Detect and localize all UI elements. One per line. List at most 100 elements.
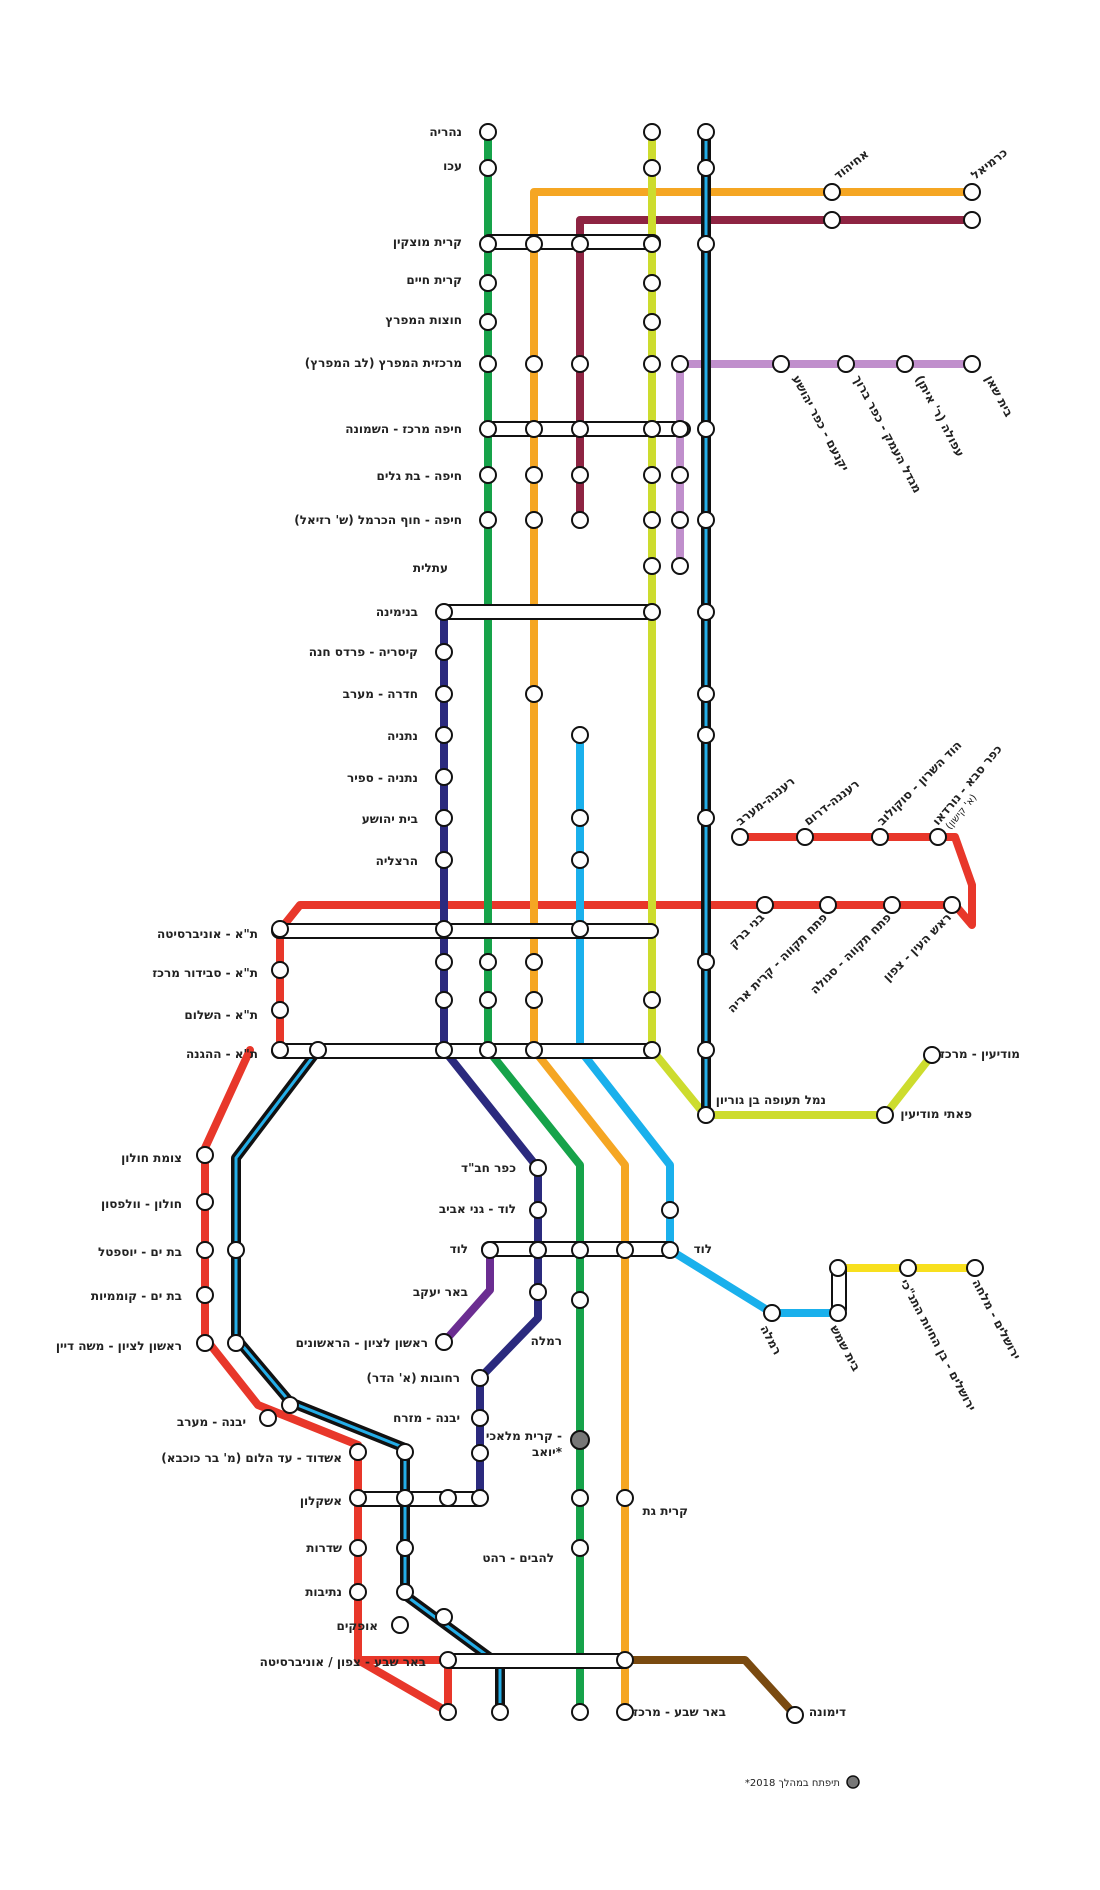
label-sderot: שדרות: [306, 1541, 342, 1555]
station-circle: [479, 313, 497, 331]
station-circle: [571, 1703, 589, 1721]
label-lod-right: לוד: [694, 1242, 712, 1256]
station-circle: [471, 1444, 489, 1462]
label-lod: לוד: [450, 1242, 468, 1256]
label-ta-university: ת"א - אוניברסיטה: [157, 927, 258, 941]
station-circle: [525, 1041, 543, 1059]
station-circle: [671, 355, 689, 373]
station-circle: [525, 355, 543, 373]
station-circle: [479, 235, 497, 253]
label-ramla: רמלה: [531, 1334, 562, 1348]
station-circle: [643, 603, 661, 621]
label-raanana-south: רעננה-דרום: [801, 777, 862, 829]
label-yokneam: יקנעם - כפר יהושע: [789, 373, 851, 474]
station-circle: [616, 1703, 634, 1721]
station-circle: [525, 953, 543, 971]
label-ofakim: אופקים: [337, 1619, 378, 1633]
label-atlit: עתלית: [413, 561, 448, 575]
station-circle: [435, 768, 453, 786]
station-circle: [479, 1041, 497, 1059]
station-circle: [796, 828, 814, 846]
station-circle: [829, 1304, 847, 1322]
station-circle: [529, 1201, 547, 1219]
station-circle: [396, 1443, 414, 1461]
label-lehavim: להבים - רהט: [482, 1551, 554, 1565]
label-ramla-right: רמלה: [757, 1323, 784, 1357]
station-circle: [819, 896, 837, 914]
station-circle: [529, 1241, 547, 1259]
legend-note: *תיפתח במהלך 2018: [745, 1778, 840, 1789]
label-netanya: נתניה: [387, 729, 418, 743]
label-beit-yehoshua: בית יהושע: [362, 812, 418, 826]
station-circle: [643, 235, 661, 253]
label-beit-shean: בית שאן: [982, 373, 1016, 419]
station-circle: [571, 1291, 589, 1309]
station-circle: [763, 1304, 781, 1322]
label-holon-wolfson: חולון - וולפסון: [101, 1197, 182, 1211]
label-beer-yaakov: באר יעקב: [413, 1285, 468, 1299]
station-circle: [435, 809, 453, 827]
label-hadera: חדרה - מערב: [343, 687, 418, 701]
station-circle: [772, 355, 790, 373]
station-circle: [643, 123, 661, 141]
station-circle: [349, 1539, 367, 1557]
interchange-bar: [441, 1653, 633, 1669]
station-circle: [271, 920, 289, 938]
label-hutzot: חוצות המפרץ: [385, 313, 462, 327]
label-rehovot: רחובות (א' הדר): [367, 1371, 460, 1385]
label-ta-savidor: ת"א - סבידור מרכז: [152, 966, 258, 980]
label-ben-gurion: נמל תעופה בן גוריון: [716, 1093, 826, 1107]
label-beer-sheva-center: באר שבע - מרכז: [633, 1705, 726, 1719]
label-netivot: נתיבות: [305, 1585, 342, 1599]
line-red-north: [276, 833, 976, 934]
label-yavne-west: יבנה - מערב: [177, 1415, 246, 1429]
station-circle: [571, 851, 589, 869]
label-beit-shemesh: בית שמש: [827, 1323, 863, 1374]
interchange-bar: [271, 923, 659, 939]
station-circle: [966, 1259, 984, 1277]
label-naharia: נהריה: [429, 125, 462, 139]
station-circle: [883, 896, 901, 914]
station-circle: [871, 828, 889, 846]
label-migdal: מגדל העמק - כפר ברוך: [850, 373, 924, 496]
station-circle: [643, 511, 661, 529]
station-circle: [876, 1106, 894, 1124]
station-circle: [271, 1001, 289, 1019]
station-circle: [823, 183, 841, 201]
station-circle: [349, 1489, 367, 1507]
label-kfar-habad: כפר חב"ד: [461, 1161, 516, 1175]
label-akko: עכו: [443, 159, 462, 173]
station-circle: [196, 1286, 214, 1304]
label-caesarea: קיסריה - פרדס חנה: [309, 645, 418, 659]
station-circle: [923, 1046, 941, 1064]
station-circle: [227, 1241, 245, 1259]
label-rishonim: ראשון לציון - הראשונים: [296, 1336, 428, 1350]
label-holon-junction: צומת חולון: [121, 1151, 182, 1165]
station-circle: [671, 466, 689, 484]
station-circle: [929, 828, 947, 846]
label-yavne-east: יבנה - מזרח: [393, 1411, 460, 1425]
station-circle: [396, 1583, 414, 1601]
station-circle: [643, 1041, 661, 1059]
station-circle: [671, 511, 689, 529]
station-circle: [571, 466, 589, 484]
station-circle: [309, 1041, 327, 1059]
label-binyamina: בנימינה: [376, 605, 418, 619]
interchange-bar: [271, 1043, 659, 1059]
station-circle: [571, 1241, 589, 1259]
station-circle: [435, 685, 453, 703]
station-circle: [963, 211, 981, 229]
station-circle: [823, 211, 841, 229]
station-circle: [435, 643, 453, 661]
station-circle: [697, 953, 715, 971]
station-circle-future: [570, 1430, 590, 1450]
station-circle: [963, 183, 981, 201]
station-circle: [571, 726, 589, 744]
station-circle: [643, 355, 661, 373]
station-circle: [396, 1539, 414, 1557]
station-circle: [529, 1283, 547, 1301]
station-circle: [471, 1409, 489, 1427]
station-circle: [281, 1396, 299, 1414]
station-circle: [661, 1241, 679, 1259]
station-circle: [196, 1241, 214, 1259]
